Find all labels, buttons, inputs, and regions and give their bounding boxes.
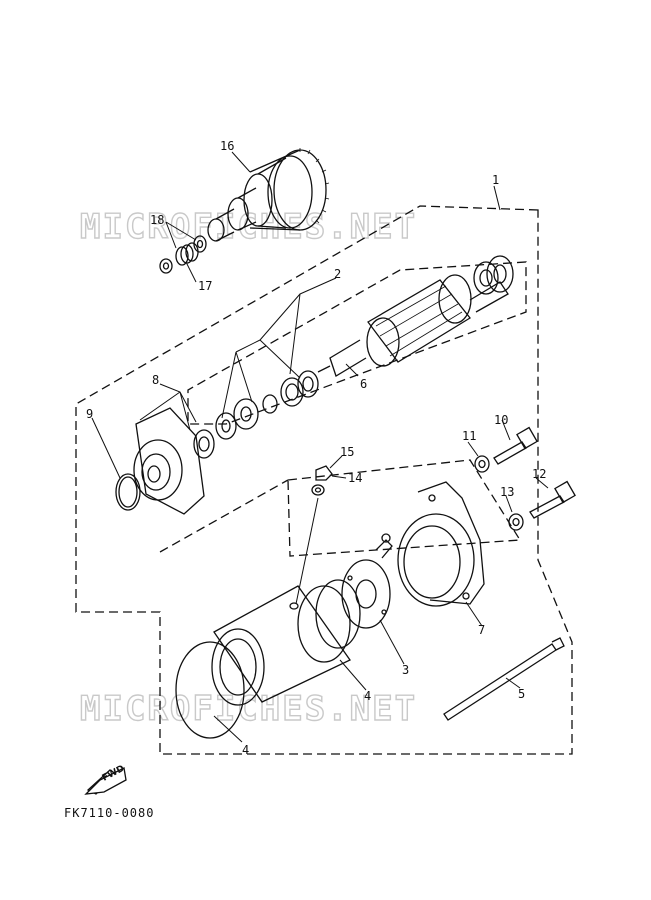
- watermark-bottom: MICROFICHES.NET: [80, 689, 417, 729]
- callout-6: 6: [360, 377, 367, 391]
- callout-13: 13: [500, 485, 514, 499]
- front-cover-boundary: [287, 459, 522, 557]
- bolt-12: [529, 480, 576, 519]
- callout-1: 1: [492, 173, 499, 187]
- callout-7: 7: [478, 623, 485, 637]
- callout-5: 5: [518, 687, 525, 701]
- starter-clutch-16: [207, 148, 330, 242]
- o-ring-9: [115, 473, 141, 511]
- brush-holder-3: [341, 533, 393, 629]
- washer-13: [508, 513, 524, 531]
- callout-17: 17: [198, 279, 212, 293]
- washer-14: [311, 484, 325, 496]
- callout-4-gasket: 4: [242, 743, 249, 757]
- yoke-4: [211, 585, 351, 706]
- yoke-boundary: [159, 479, 289, 553]
- gasket-4: [175, 641, 245, 739]
- callout-12: 12: [532, 467, 546, 481]
- o-ring-yoke: [315, 579, 361, 649]
- leader-lines: [91, 151, 549, 743]
- figure-code: FK7110-0080: [64, 806, 155, 820]
- callout-3: 3: [402, 663, 409, 677]
- callout-10: 10: [494, 413, 508, 427]
- assembly-boundary-1: [75, 205, 573, 755]
- callout-14: 14: [348, 471, 362, 485]
- armature-washers-left: [215, 370, 319, 440]
- armature-washers-right: [473, 255, 514, 295]
- through-bolt-5: [443, 637, 565, 721]
- callout-2: 2: [334, 267, 341, 281]
- callout-9: 9: [86, 407, 93, 421]
- callout-15: 15: [340, 445, 354, 459]
- callout-11: 11: [462, 429, 476, 443]
- nut-15: [315, 465, 333, 481]
- washer-18: [159, 235, 207, 274]
- bolt-10: [493, 426, 538, 465]
- fwd-arrow-icon: FWD: [84, 764, 127, 795]
- armature-boundary-2: [187, 261, 527, 425]
- rear-cover-8: [133, 407, 215, 515]
- washer-11: [474, 455, 490, 473]
- callout-18: 18: [150, 213, 164, 227]
- callout-16: 16: [220, 139, 234, 153]
- front-cover-7: [397, 481, 485, 607]
- callout-4-yoke: 4: [364, 689, 371, 703]
- callout-8: 8: [152, 373, 159, 387]
- armature-2: [317, 274, 509, 377]
